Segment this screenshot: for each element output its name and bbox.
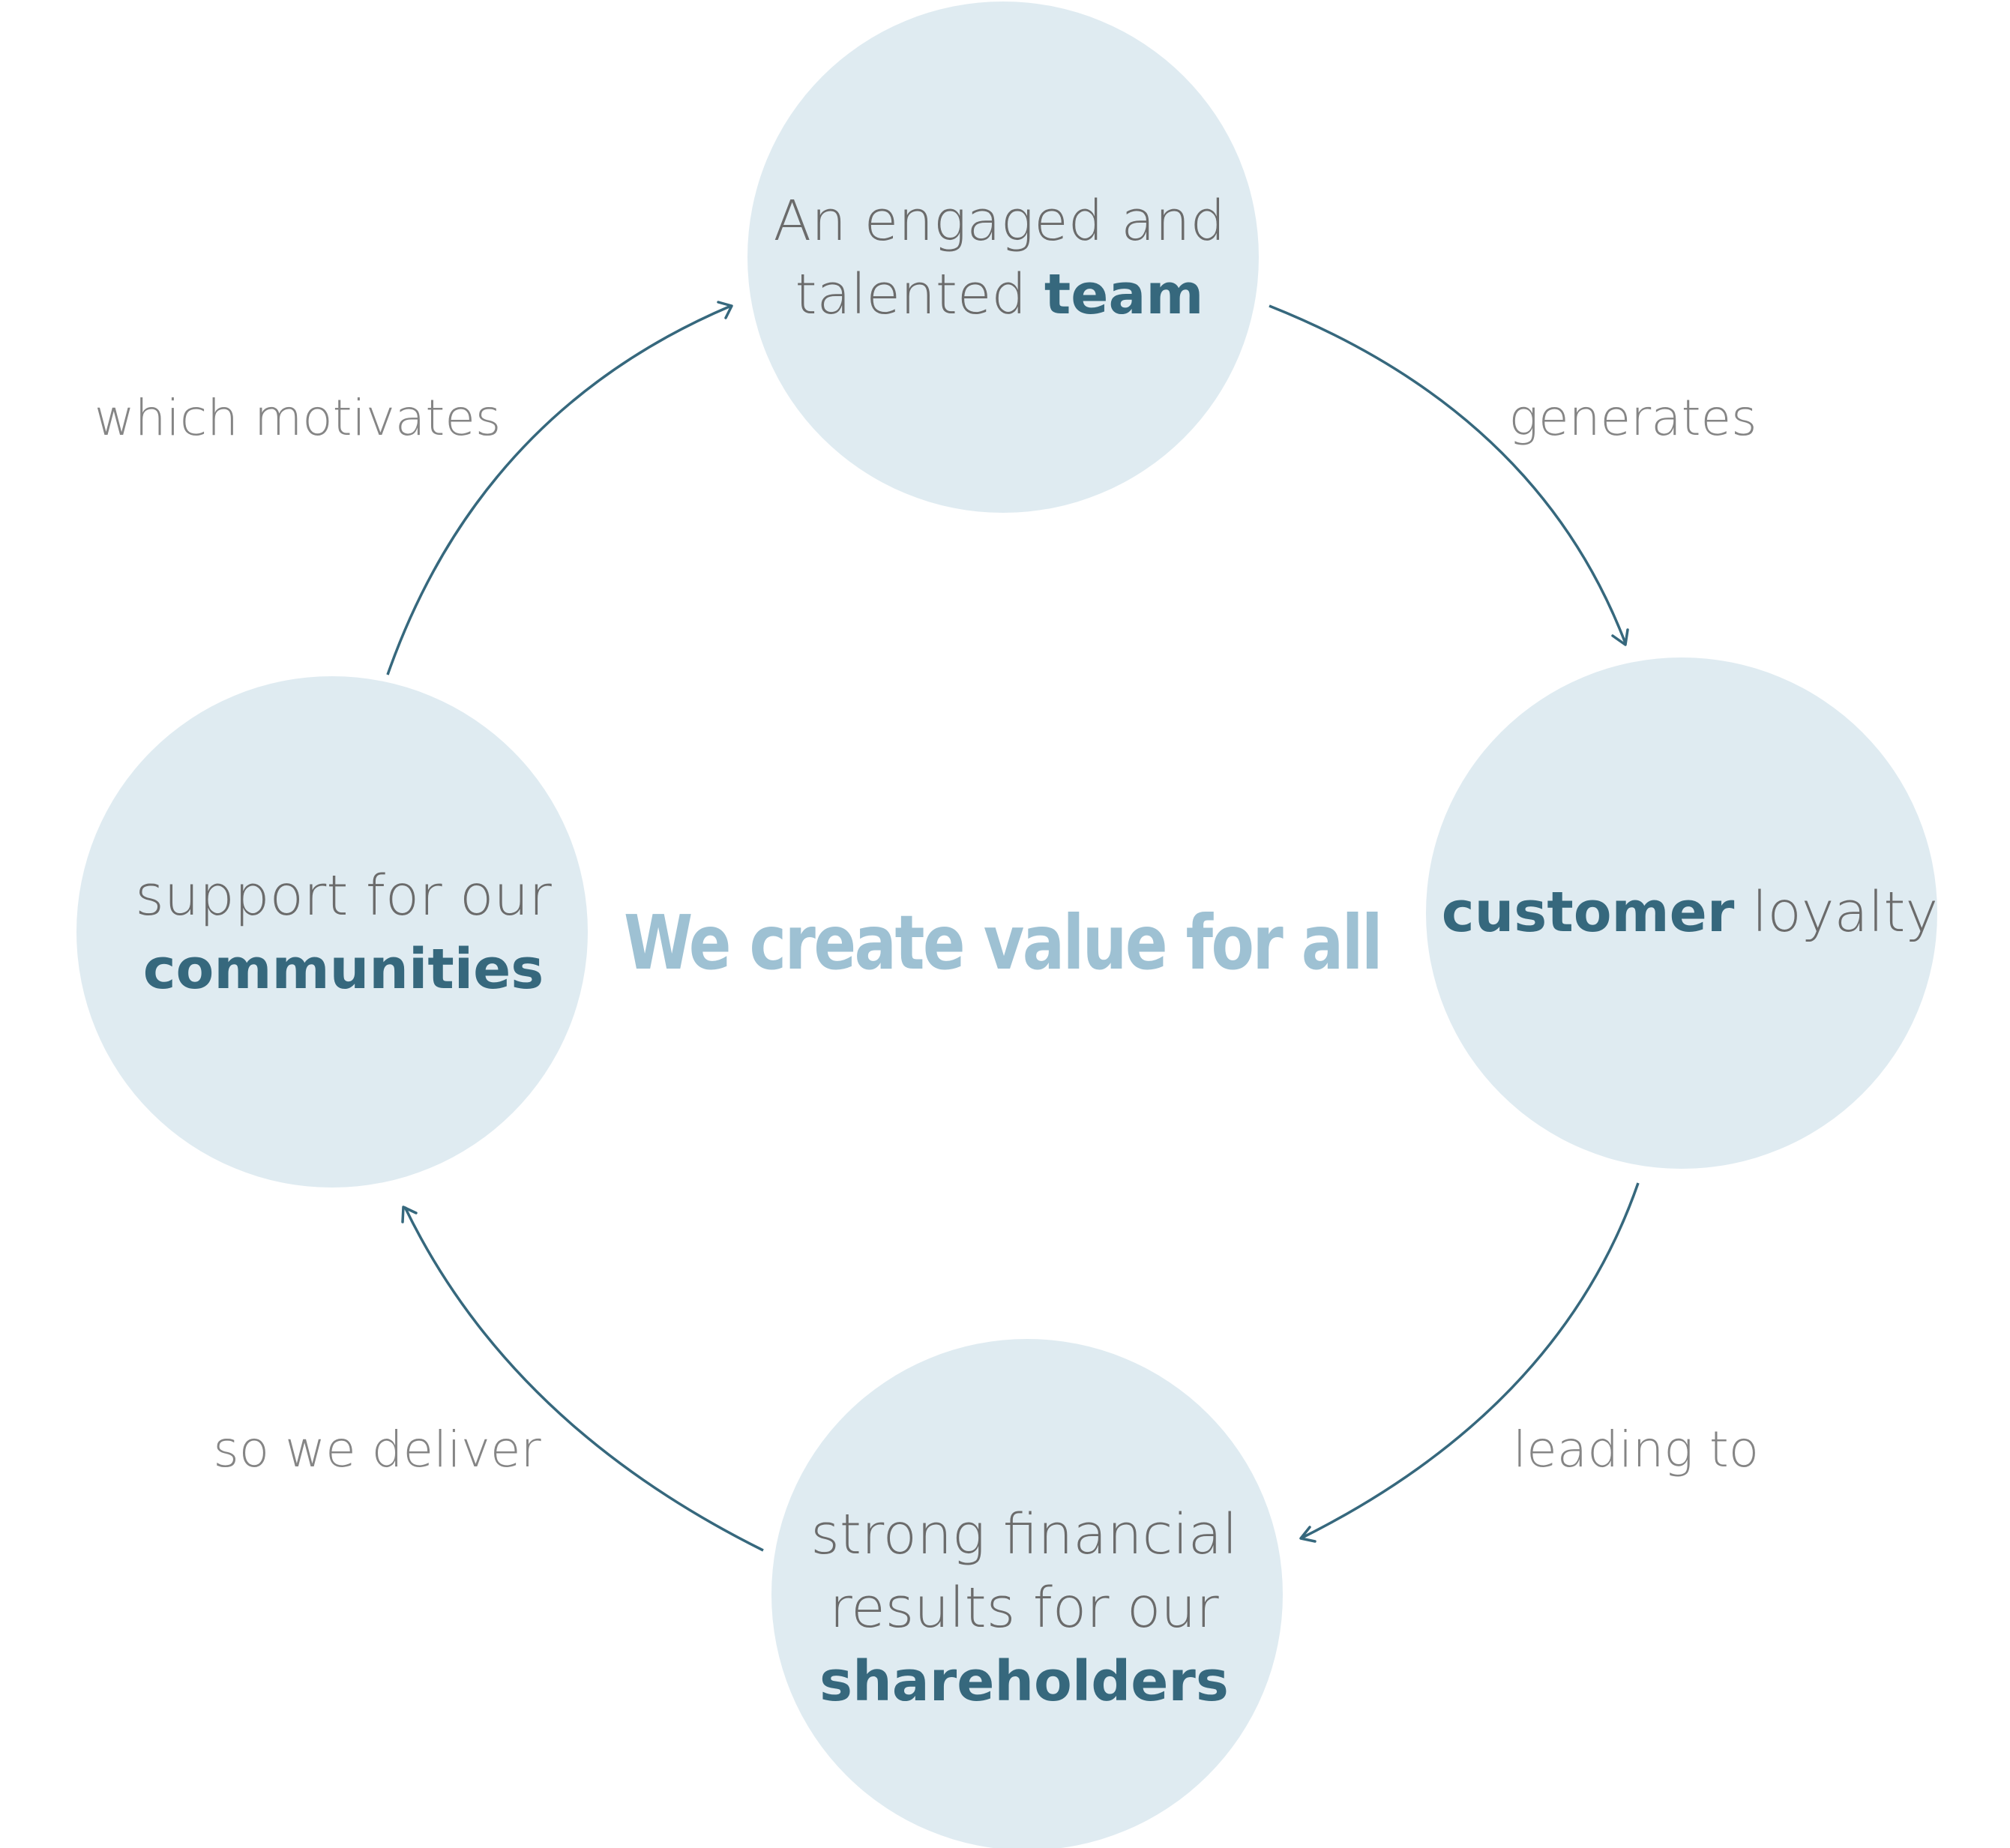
arrow-shareholders-to-communities: [403, 1206, 764, 1552]
label-which-motivates: which motivates: [94, 389, 502, 447]
shareholders-text-line1: strong financial: [810, 1502, 1237, 1567]
customer-text-post: loyalty: [1734, 880, 1938, 945]
customer-circle: [1426, 657, 1937, 1169]
customer-text: customer loyalty: [1442, 880, 1938, 945]
arrow-communities-to-team: [386, 304, 732, 675]
communities-circle: [76, 676, 588, 1188]
arrow-customer-to-shareholders: [1300, 1182, 1640, 1540]
team-text-line2: talented team: [795, 262, 1204, 327]
team-text-line1: An engaged and: [774, 189, 1226, 253]
arrowhead-team: [717, 301, 733, 319]
label-so-we-deliver: so we deliver: [213, 1421, 541, 1478]
arrowhead-customer: [1611, 628, 1629, 646]
team-circle: [747, 1, 1259, 513]
label-generates: generates: [1508, 389, 1757, 447]
communities-text-emphasis: communities: [143, 937, 544, 1002]
communities-text-line1: support for our: [135, 864, 552, 928]
team-text-pre: talented: [795, 262, 1044, 327]
node-customer: customer loyalty: [1426, 657, 1938, 1169]
arrowhead-communities: [401, 1206, 418, 1224]
node-shareholders: strong financial results for our shareho…: [771, 1339, 1283, 1848]
arrow-team-to-customer: [1269, 304, 1627, 644]
arrowhead-shareholders: [1299, 1526, 1317, 1543]
shareholders-circle: [771, 1339, 1283, 1848]
node-team: An engaged and talented team: [747, 1, 1259, 513]
cycle-arrows: [386, 301, 1640, 1552]
shareholders-text-emphasis: shareholders: [819, 1649, 1229, 1714]
center-title: We create value for all: [624, 899, 1381, 987]
shareholders-text-line2: results for our: [829, 1576, 1219, 1640]
label-leading-to: leading to: [1513, 1421, 1759, 1478]
customer-text-emphasis: customer: [1442, 880, 1735, 945]
node-communities: support for our communities: [76, 676, 588, 1188]
team-text-emphasis: team: [1044, 262, 1204, 327]
